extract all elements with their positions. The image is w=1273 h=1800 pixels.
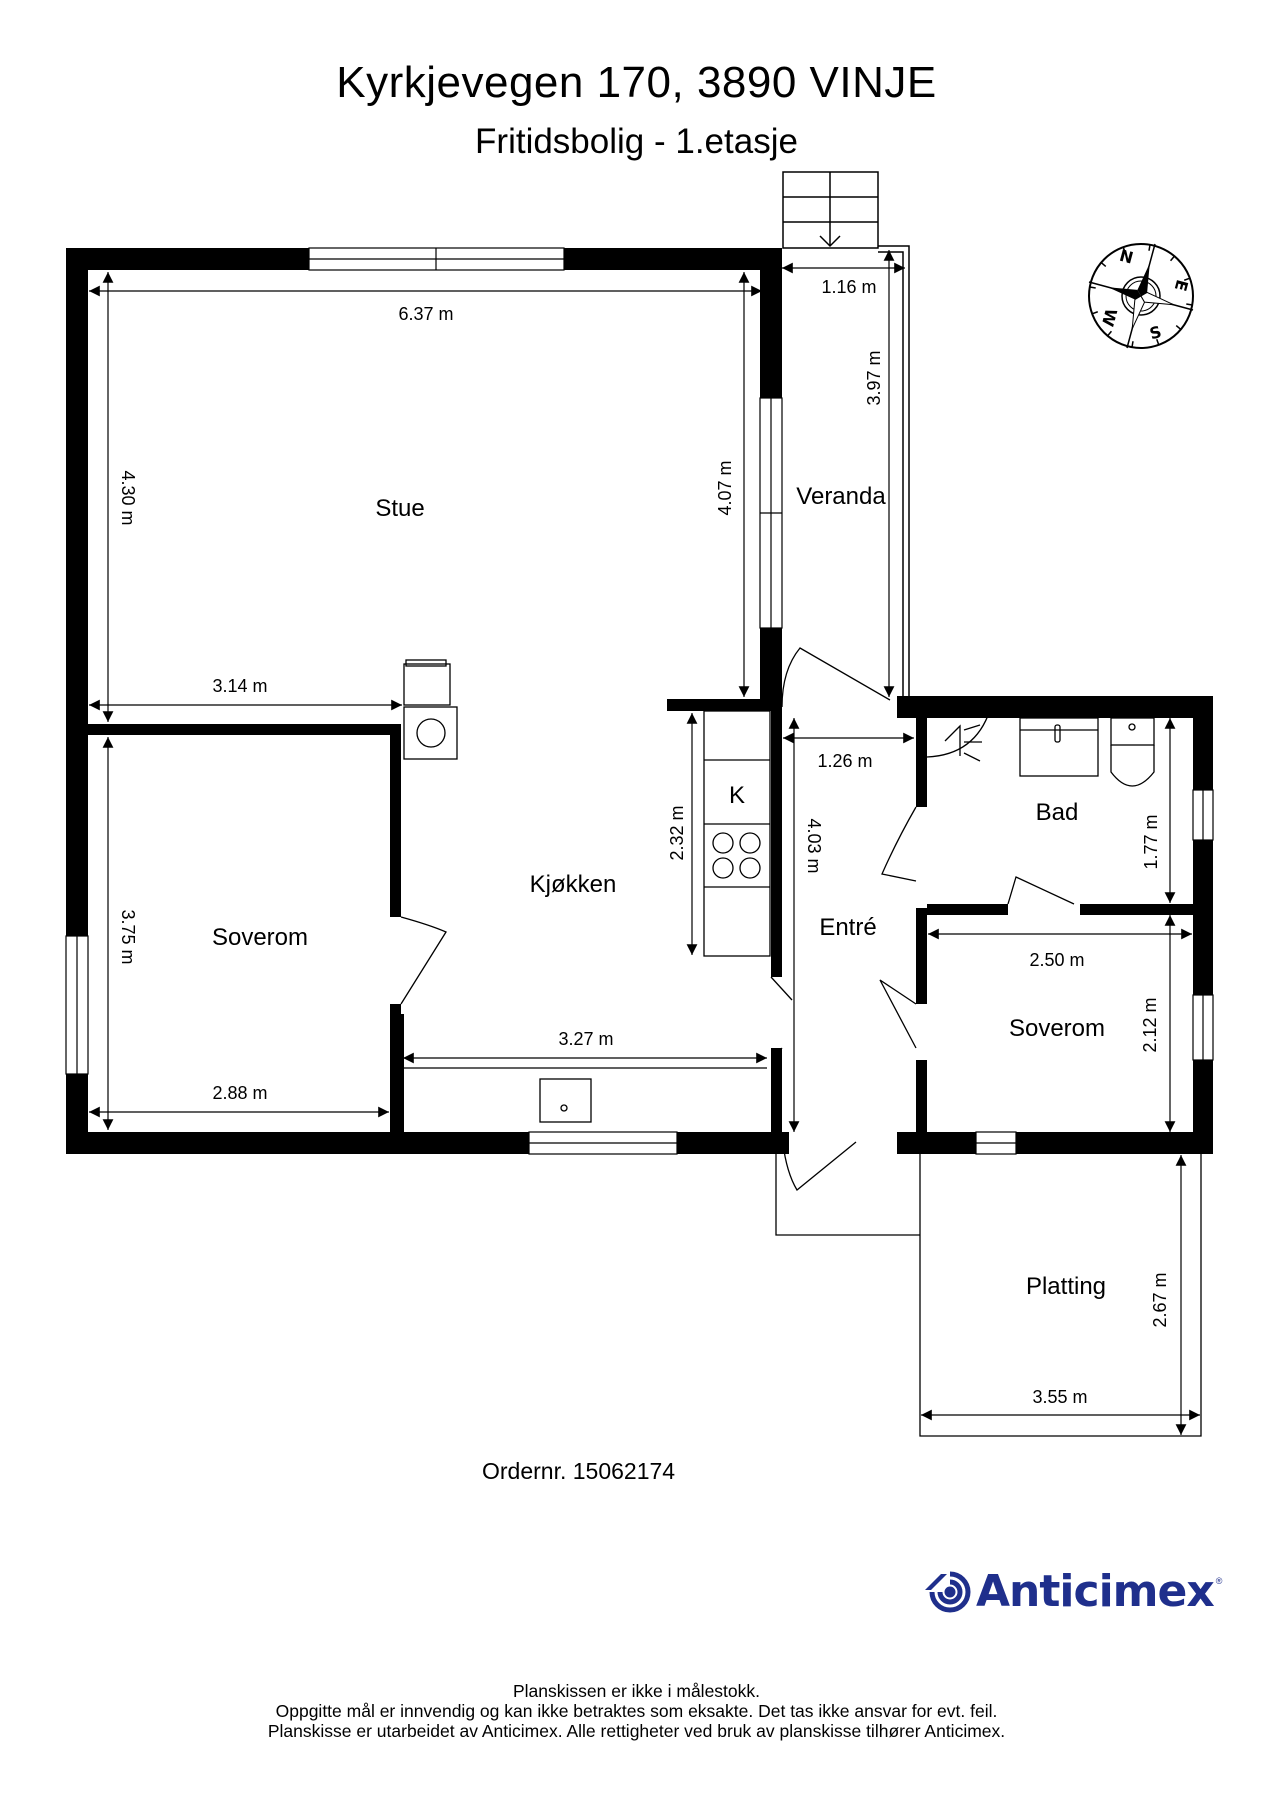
hob-icon: [712, 832, 734, 854]
stairs: [782, 171, 879, 249]
stove-icon: [403, 663, 451, 706]
room-label-entre: Entré: [819, 914, 876, 941]
dim-kitchen-counter: 2.32 m: [667, 805, 687, 860]
dim-stue-height: 4.30 m: [118, 470, 138, 525]
plan-title: Kyrkjevegen 170, 3890 VINJE: [336, 58, 937, 107]
plan-subtitle: Fritidsbolig - 1.etasje: [475, 122, 798, 161]
doors: [400, 647, 1075, 1191]
toilet-icon: [1110, 717, 1155, 746]
dim-soverom2-width: 2.50 m: [1029, 950, 1084, 970]
disclaimer: Planskissen er ikke i målestokk. Oppgitt…: [0, 1681, 1273, 1741]
shower-icon: [944, 724, 961, 756]
veranda-railing: [878, 245, 910, 700]
dim-bad-height: 1.77 m: [1141, 814, 1161, 869]
compass-w: W: [1098, 306, 1121, 328]
dim-stue-width: 6.37 m: [398, 304, 453, 324]
dimension-lines: [89, 250, 1200, 1435]
dim-entre-width: 1.26 m: [817, 751, 872, 771]
dim-stue-lower-width: 3.14 m: [212, 676, 267, 696]
room-label-soverom-2: Soverom: [1009, 1015, 1105, 1042]
disclaimer-line-2: Oppgitte mål er innvendig og kan ikke be…: [275, 1701, 998, 1721]
anticimex-house-icon: [925, 1571, 971, 1612]
kitchen-counter: [703, 710, 771, 957]
dim-stue-inner-height: 4.07 m: [715, 460, 735, 515]
compass-rose-icon: N E S W: [1088, 243, 1194, 349]
dim-platting-width: 3.55 m: [1032, 1387, 1087, 1407]
dim-veranda-length: 3.97 m: [864, 350, 884, 405]
platting-outline: [919, 1154, 1202, 1437]
entry-step: [775, 1154, 920, 1236]
compass-n: N: [1117, 246, 1135, 268]
registered-mark: ®: [1215, 1576, 1223, 1586]
dim-entre-length: 4.03 m: [804, 818, 824, 873]
disclaimer-line-3: Planskisse er utarbeidet av Anticimex. A…: [267, 1721, 1006, 1741]
room-label-platting: Platting: [1026, 1273, 1106, 1300]
order-number: Ordernr. 15062174: [482, 1458, 676, 1484]
room-labels: Stue Veranda Kjøkken Soverom Bad Entré S…: [212, 483, 1106, 1300]
compass-e: E: [1171, 278, 1192, 293]
dim-soverom2-height: 2.12 m: [1140, 997, 1160, 1052]
dim-veranda-width: 1.16 m: [821, 277, 876, 297]
compass-s: S: [1148, 322, 1164, 343]
dimension-labels: 6.37 m 3.14 m 1.16 m 3.27 m 1.26 m 2.88 …: [118, 277, 1170, 1407]
room-label-kjokken: Kjøkken: [530, 871, 617, 898]
bath-sink-icon: [1019, 717, 1099, 777]
room-label-soverom-1: Soverom: [212, 924, 308, 951]
room-label-veranda: Veranda: [796, 483, 886, 510]
dim-soverom1-height: 3.75 m: [118, 909, 138, 964]
anticimex-logo: Anticimex ®: [924, 1566, 1222, 1617]
disclaimer-line-1: Planskissen er ikke i målestokk.: [512, 1681, 761, 1701]
room-label-stue: Stue: [375, 495, 424, 522]
sink-icon: [539, 1078, 592, 1123]
windows: [65, 247, 1214, 1155]
fixtures: [403, 659, 1155, 1123]
logo-wordmark: Anticimex: [976, 1566, 1215, 1617]
dim-platting-height: 2.67 m: [1150, 1272, 1170, 1327]
room-label-bad: Bad: [1036, 799, 1079, 826]
walls: [66, 248, 1213, 1154]
dim-kjokken-width: 3.27 m: [558, 1029, 613, 1049]
dim-soverom1-width: 2.88 m: [212, 1083, 267, 1103]
kitchen-unit-label: K: [729, 782, 745, 809]
